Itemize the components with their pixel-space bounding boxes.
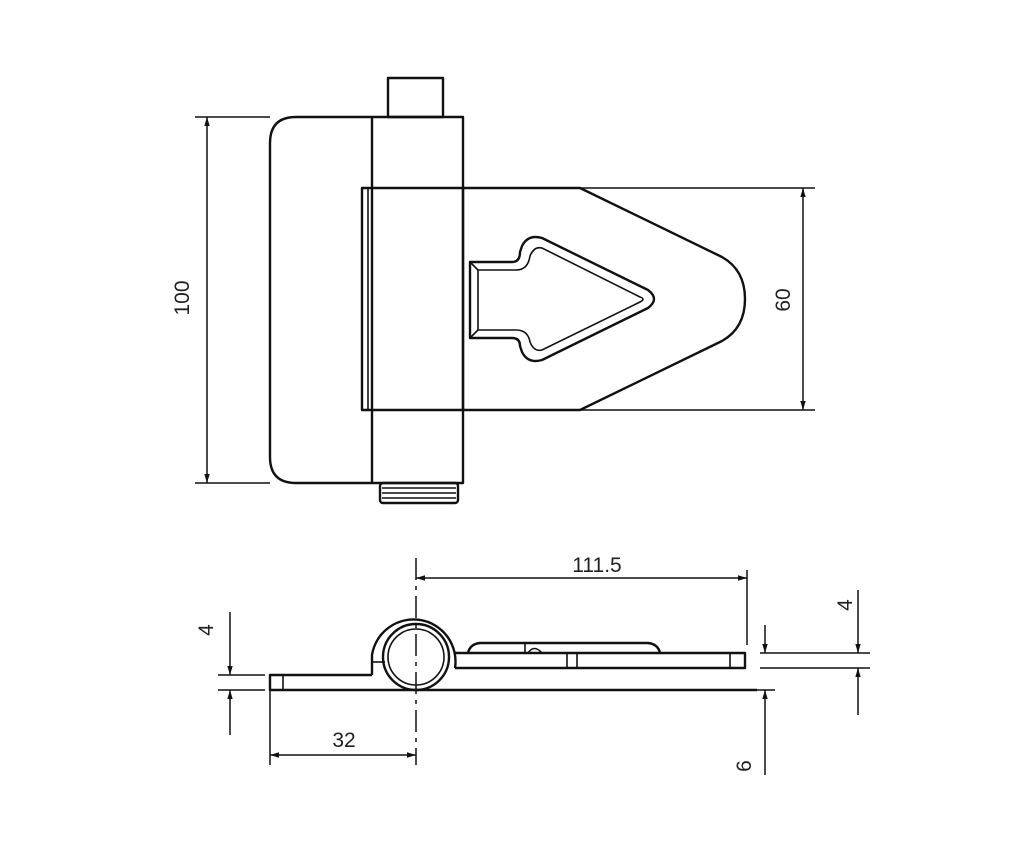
top-view: 100 60 <box>171 76 815 505</box>
upper-leaf <box>455 651 747 670</box>
dim-right-thickness-label: 4 <box>834 599 857 611</box>
dim-total-height-label: 6 <box>733 760 756 772</box>
dim-offset-label: 32 <box>332 729 355 752</box>
right-leaf <box>463 186 747 412</box>
arrow-cutout <box>468 235 656 363</box>
dim-left-thickness-label: 4 <box>195 624 218 636</box>
dim-height-label: 100 <box>171 280 194 315</box>
left-leaf <box>268 115 372 485</box>
knuckle <box>370 115 465 485</box>
knuckle-band <box>360 186 465 412</box>
lower-plate <box>268 673 757 692</box>
side-view: 111.5 32 4 4 6 <box>195 554 870 775</box>
pin-top <box>386 76 445 119</box>
dim-length-label: 111.5 <box>572 554 621 577</box>
dim-leaf-width-label: 60 <box>772 288 795 311</box>
pin-bottom-thread <box>378 481 460 505</box>
